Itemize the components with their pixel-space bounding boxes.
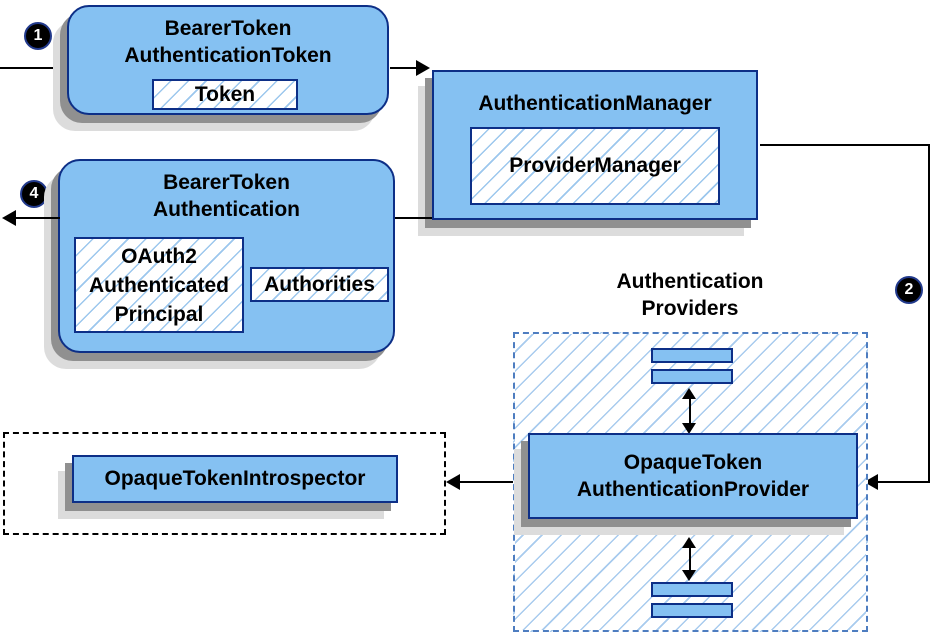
arrowhead-left-icon — [446, 474, 460, 490]
arrowhead-up-icon — [682, 537, 696, 548]
authentication-manager-title: AuthenticationManager — [478, 92, 712, 115]
arrowhead-down-icon — [682, 423, 696, 434]
authentication-providers-label: Authentication Providers — [590, 268, 790, 322]
step-2-badge: 2 — [895, 276, 923, 304]
label-line-2: Providers — [641, 297, 739, 320]
connector-provider-to-introspector — [458, 481, 515, 483]
provider-stub-bar — [651, 348, 733, 363]
connector-manager-to-provider-top — [760, 144, 930, 146]
arrowhead-up-icon — [682, 388, 696, 399]
connector-manager-to-provider-vertical — [928, 144, 930, 483]
title-line-1: OpaqueToken — [623, 451, 763, 474]
authorities-chip: Authorities — [250, 267, 389, 302]
title-line-2: AuthenticationToken — [124, 44, 332, 67]
opaque-token-authentication-provider-node: OpaqueToken AuthenticationProvider — [528, 433, 858, 519]
principal-line-3: Principal — [114, 303, 204, 326]
connector-provider-to-stub — [689, 546, 691, 572]
arrowhead-down-icon — [682, 570, 696, 581]
principal-line-2: Authenticated — [88, 274, 229, 297]
connector-manager-to-authentication — [395, 217, 432, 219]
oauth2-authenticated-principal-chip: OAuth2 Authenticated Principal — [74, 237, 244, 333]
title-line-1: BearerToken — [163, 171, 290, 194]
provider-manager-chip: ProviderManager — [470, 127, 720, 205]
step-4-badge: 4 — [20, 180, 48, 208]
title-line-1: BearerToken — [164, 17, 292, 40]
arrowhead-right-icon — [416, 60, 430, 76]
provider-stub-bar — [651, 369, 733, 384]
principal-line-1: OAuth2 — [121, 245, 197, 268]
connector-token-to-manager — [390, 67, 418, 69]
label-line-1: Authentication — [616, 270, 764, 293]
provider-stub-bar — [651, 582, 733, 597]
connector-authentication-out — [14, 217, 60, 219]
title-line-2: AuthenticationProvider — [576, 478, 810, 501]
step-1-badge: 1 — [24, 22, 52, 50]
token-chip: Token — [152, 79, 298, 110]
connector-stub-to-provider — [689, 397, 691, 425]
bearer-token-authentication-title: BearerToken Authentication — [60, 161, 393, 223]
provider-title: OpaqueToken AuthenticationProvider — [530, 435, 856, 503]
title-line-2: Authentication — [153, 198, 300, 221]
bearer-token-authentication-token-node: BearerToken AuthenticationToken Token — [67, 5, 389, 115]
opaque-token-introspector-node: OpaqueTokenIntrospector — [72, 455, 398, 503]
connector-manager-to-provider-bottom — [876, 481, 930, 483]
arrowhead-left-icon — [2, 210, 16, 226]
authentication-manager-node: AuthenticationManager ProviderManager — [432, 70, 758, 220]
provider-stub-bar — [651, 603, 733, 618]
bearer-token-authentication-node: BearerToken Authentication OAuth2 Authen… — [58, 159, 395, 353]
bearer-token-authentication-token-title: BearerToken AuthenticationToken — [69, 7, 387, 69]
connector-incoming-request — [0, 67, 62, 69]
